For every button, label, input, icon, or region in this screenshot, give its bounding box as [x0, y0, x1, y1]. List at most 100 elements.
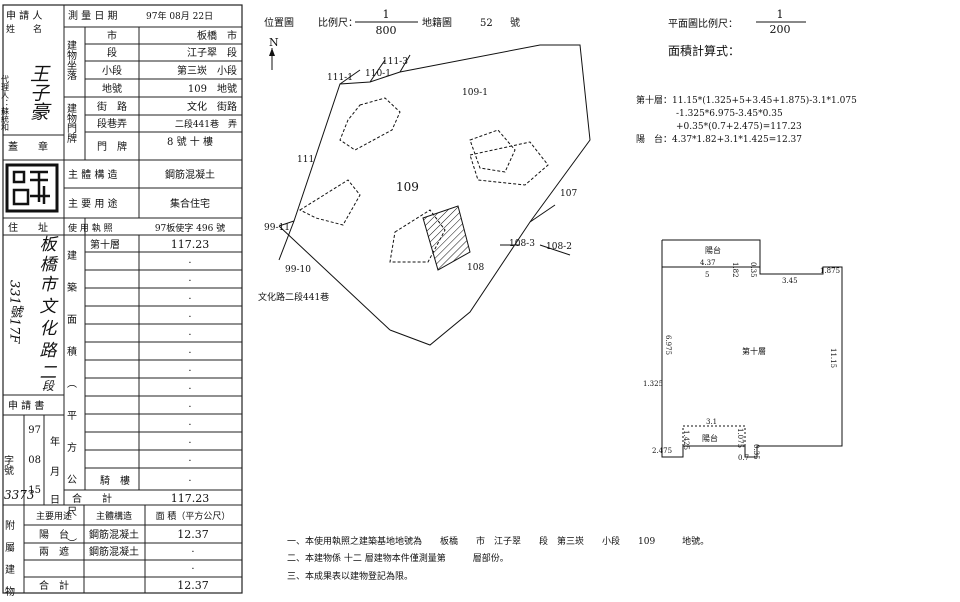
- svg-text:·: ·: [188, 330, 191, 341]
- svg-text:·: ·: [188, 456, 191, 467]
- doorplate-label: 建物門牌: [65, 102, 77, 144]
- svg-text:111-3: 111-3: [382, 57, 408, 67]
- row-value: 江子翠 段: [187, 46, 237, 59]
- date-char-day: 日: [50, 495, 60, 506]
- plan-dimensions: 陽台 4.37 1.82 5 0.35 3.45 1.875 6.975 第十層…: [643, 245, 840, 462]
- svg-text:2.475: 2.475: [652, 447, 672, 455]
- door-row-value: 8 號 十 樓: [167, 135, 213, 148]
- svg-text:6.975: 6.975: [664, 335, 672, 355]
- app-month: 08: [28, 455, 41, 466]
- door-row-label: 門 牌: [97, 140, 127, 153]
- svg-text:陽 台：4.37*1.82+3.1*1.425=12.37: 陽 台：4.37*1.82+3.1*1.425=12.37: [636, 133, 802, 145]
- form-text: 申 請 人 姓 名 代理人：蘇統和 王子豪 蓋 章 住 址 板 橋 市 文 化 …: [1, 9, 238, 602]
- svg-text:107: 107: [560, 189, 577, 199]
- address-value: 二: [40, 363, 58, 383]
- seal-stamp: [5, 163, 59, 213]
- address-label: 住 址: [8, 221, 48, 234]
- annex-label: 附屬建物: [3, 519, 15, 598]
- road-label: 文化路二段441巷: [258, 291, 329, 303]
- svg-text:·: ·: [188, 294, 191, 305]
- survey-date-value: 97年 08月 22日: [146, 10, 213, 22]
- address-value: 段: [42, 379, 55, 393]
- annex-area: ·: [191, 564, 194, 575]
- svg-text:1.875: 1.875: [820, 267, 840, 275]
- subject-building-hatch: [422, 205, 471, 271]
- note-line: 二、本建物係 十二 層建物本件僅測量第 層部份。: [287, 552, 509, 564]
- area-formulas: 第十層：11.15*(1.325+5+3.45+1.875)-3.1*1.075…: [636, 94, 857, 145]
- svg-text:110-1: 110-1: [365, 69, 391, 79]
- svg-text:11.15: 11.15: [829, 348, 837, 368]
- license-value: 97板使字 496 號: [155, 222, 225, 234]
- date-char-month: 月: [50, 466, 60, 478]
- annex-total-label: 合 計: [39, 579, 69, 592]
- address-value: 板: [40, 235, 60, 255]
- date-char-year: 年: [50, 435, 60, 448]
- svg-text:5: 5: [705, 271, 709, 279]
- agent-label: 代理人：蘇統和: [1, 74, 10, 132]
- north-arrow-icon: N: [269, 36, 279, 70]
- annex-header: 主要用途: [36, 510, 72, 522]
- location-scale-den: 800: [376, 24, 397, 37]
- arcade-value: ·: [188, 476, 191, 487]
- svg-text:·: ·: [188, 258, 191, 269]
- structure-label: 主 體 構 造: [68, 168, 118, 181]
- location-label: 建物坐落: [65, 39, 77, 81]
- row-label: 市: [107, 29, 117, 42]
- plan-scale-label: 平面圖比例尺：: [668, 17, 738, 30]
- floor-label: 第十層: [90, 238, 120, 251]
- floor-value: 117.23: [171, 238, 210, 251]
- row-value: 第三崁 小段: [177, 64, 237, 77]
- building-area-label: 建築面積（平方公尺）: [65, 249, 77, 570]
- total-value: 117.23: [171, 492, 210, 505]
- plan-scale-num: 1: [777, 8, 784, 21]
- address-value: 文: [40, 297, 60, 317]
- address-value: 橋: [40, 255, 59, 275]
- app-prefix: 字號: [2, 454, 14, 476]
- usage-label: 主 要 用 途: [68, 197, 118, 210]
- name-label: 姓 名: [6, 23, 42, 35]
- annex-header: 主體構造: [96, 510, 132, 522]
- parcel-labels: 111-3 111-1 110-1 109-1 111 109 107 99-1…: [264, 57, 577, 275]
- note-line: 三、本成果表以建物登記為限。: [287, 570, 413, 582]
- svg-text:陽台: 陽台: [702, 433, 718, 443]
- svg-text:3.1: 3.1: [706, 418, 717, 426]
- row-label: 小段: [102, 64, 122, 77]
- svg-text:·: ·: [188, 276, 191, 287]
- address-value: 化: [40, 319, 59, 339]
- empty-floor-values: · · · · · · · · · · · ·: [188, 258, 191, 467]
- app-year: 97: [28, 425, 41, 436]
- app-number: 3373: [4, 488, 35, 502]
- svg-text:1.82: 1.82: [731, 262, 739, 278]
- parcel-boundaries: [278, 44, 591, 346]
- door-row-label: 街 路: [97, 100, 127, 113]
- svg-text:1.075: 1.075: [736, 428, 744, 448]
- form-table: [2, 4, 243, 594]
- structure-value: 鋼筋混凝土: [165, 168, 215, 181]
- svg-text:N: N: [269, 36, 279, 49]
- note-line: 一、本使用執照之建築基地地號為 板橋 市 江子翠 段 第三崁 小段 109 地號…: [287, 535, 709, 547]
- address-value: 市: [40, 275, 60, 295]
- address-value: 路: [40, 341, 59, 361]
- svg-text:99-11: 99-11: [264, 223, 290, 233]
- annex-header: 面 積（平方公尺）: [156, 510, 231, 522]
- svg-text:0.35: 0.35: [749, 262, 757, 278]
- building-footprints: [298, 97, 549, 263]
- address-extra: 331號17F: [7, 280, 22, 344]
- plan-scale-den: 200: [770, 23, 791, 36]
- svg-text:4.37: 4.37: [700, 259, 716, 267]
- license-label: 使 用 執 照: [68, 222, 113, 234]
- svg-text:111-1: 111-1: [327, 73, 353, 83]
- formula-title: 面積計算式：: [668, 43, 740, 58]
- svg-text:·: ·: [188, 384, 191, 395]
- svg-text:109-1: 109-1: [462, 88, 488, 98]
- row-value: 109 地號: [188, 82, 237, 95]
- svg-text:·: ·: [188, 312, 191, 323]
- svg-text:99-10: 99-10: [285, 265, 311, 275]
- svg-text:0.7: 0.7: [738, 454, 749, 462]
- notes: 一、本使用執照之建築基地地號為 板橋 市 江子翠 段 第三崁 小段 109 地號…: [287, 535, 709, 582]
- svg-text:108-2: 108-2: [546, 242, 572, 252]
- applicant-name: 王子豪: [27, 64, 50, 121]
- annex-total-value: 12.37: [177, 579, 209, 592]
- annex-area: ·: [191, 547, 194, 558]
